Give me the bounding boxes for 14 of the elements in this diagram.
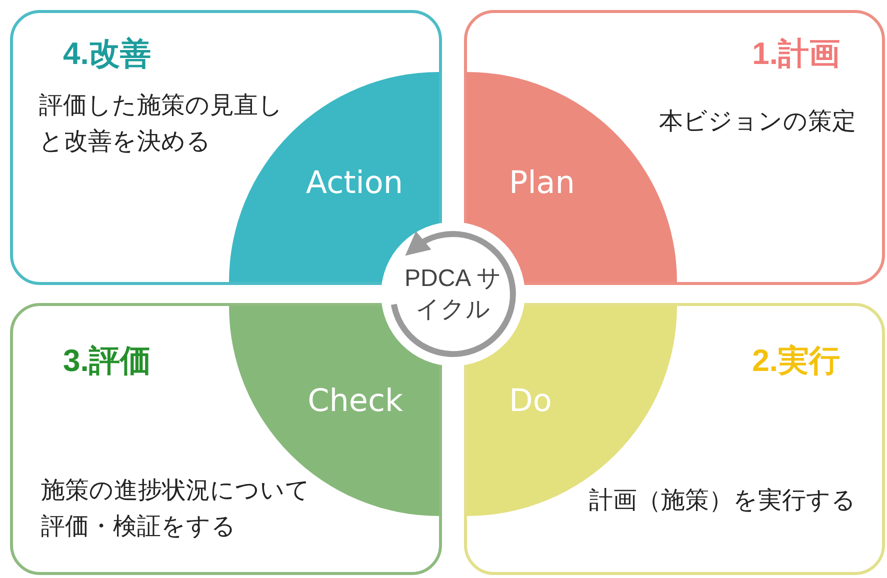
- step-heading: 2.実行: [752, 342, 840, 380]
- step-description: 本ビジョンの策定: [658, 106, 856, 137]
- phase-label: Check: [308, 382, 403, 421]
- step-heading: 1.計画: [752, 35, 840, 73]
- step-heading: 4.改善: [63, 35, 151, 73]
- step-heading: 3.評価: [63, 342, 151, 380]
- step-description: 施策の進捗状況について評価・検証をする: [41, 476, 311, 542]
- step-description: 評価した施策の見直しと改善を決める: [39, 90, 284, 157]
- quadrant-card: [464, 303, 885, 575]
- step-description: 計画（施策）を実行する: [588, 486, 856, 516]
- phase-label: Action: [306, 164, 403, 203]
- phase-label: Plan: [509, 164, 575, 203]
- center-label: PDCA サイクル: [403, 264, 503, 325]
- phase-label: Do: [509, 382, 552, 421]
